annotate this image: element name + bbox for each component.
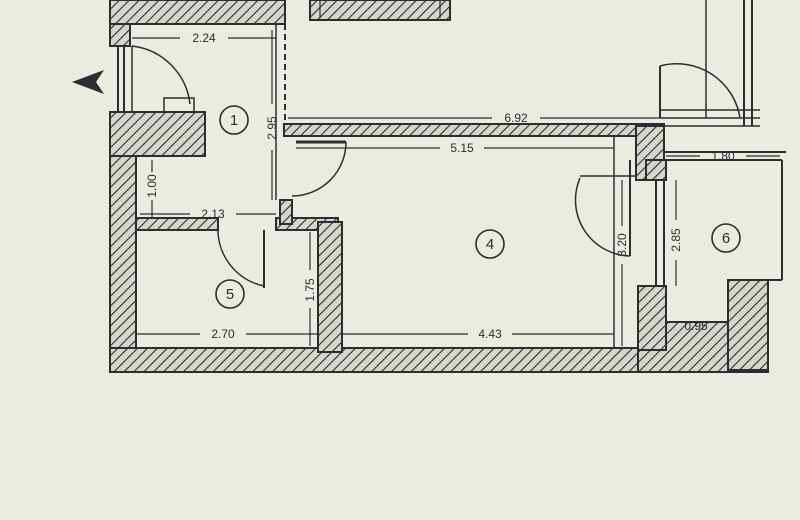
wall-entry-lower xyxy=(109,111,206,157)
dimension-lines xyxy=(132,30,780,346)
dim-room4-side: 3.20 xyxy=(615,233,629,257)
dim-total-length: 6.92 xyxy=(504,111,528,125)
wall-room6-left-bottom xyxy=(637,285,667,351)
dim-room5-top: 2.13 xyxy=(201,207,225,221)
walls xyxy=(109,0,769,373)
door-hall-room4 xyxy=(291,140,347,197)
wall-room5-room4 xyxy=(317,221,343,353)
room-4-label: 4 xyxy=(475,229,505,259)
dim-room4-length: 5.15 xyxy=(450,141,474,155)
door-room4-right xyxy=(574,160,636,257)
wall-door-frame-6 xyxy=(645,159,667,181)
room-5-label: 5 xyxy=(215,279,245,309)
wall-room5-top xyxy=(135,217,219,231)
room-1-number: 1 xyxy=(230,112,238,129)
dim-room6-length: 2.85 xyxy=(669,228,683,252)
room-1-label: 1 xyxy=(219,105,249,135)
arrow-right-icon xyxy=(72,70,104,94)
wall-main-horizontal xyxy=(283,123,665,137)
wall-bottom-outer xyxy=(109,347,641,373)
door-room6 xyxy=(659,63,741,119)
room-labels: 1 4 5 6 xyxy=(215,105,741,309)
dim-room6-bottom: 0.95 xyxy=(684,319,708,333)
dimension-labels: 2.24 2.95 6.92 5.15 1.80 1.00 2.13 1.75 … xyxy=(145,31,735,341)
dim-corridor-width: 1.00 xyxy=(145,174,159,198)
dim-hall-length: 2.95 xyxy=(265,116,279,140)
entry-door xyxy=(131,45,195,113)
wall-top-right-segment xyxy=(309,0,451,21)
dim-hall-width: 2.24 xyxy=(192,31,216,45)
dim-room4-bottom: 4.43 xyxy=(478,327,502,341)
dim-room5-depth: 1.75 xyxy=(303,278,317,302)
room-6-number: 6 xyxy=(722,230,730,247)
doors xyxy=(131,45,741,288)
room-6-label: 6 xyxy=(711,223,741,253)
dim-room5-width: 2.70 xyxy=(211,327,235,341)
wall-top-segment xyxy=(109,0,286,25)
room-5-number: 5 xyxy=(226,286,234,303)
door-room5 xyxy=(217,225,265,288)
wall-room6-right xyxy=(727,279,769,371)
room-4-number: 4 xyxy=(486,236,494,253)
dim-room6-width: 1.80 xyxy=(711,149,735,163)
wall-stub-hall xyxy=(279,199,293,225)
partition-lines xyxy=(117,0,786,348)
